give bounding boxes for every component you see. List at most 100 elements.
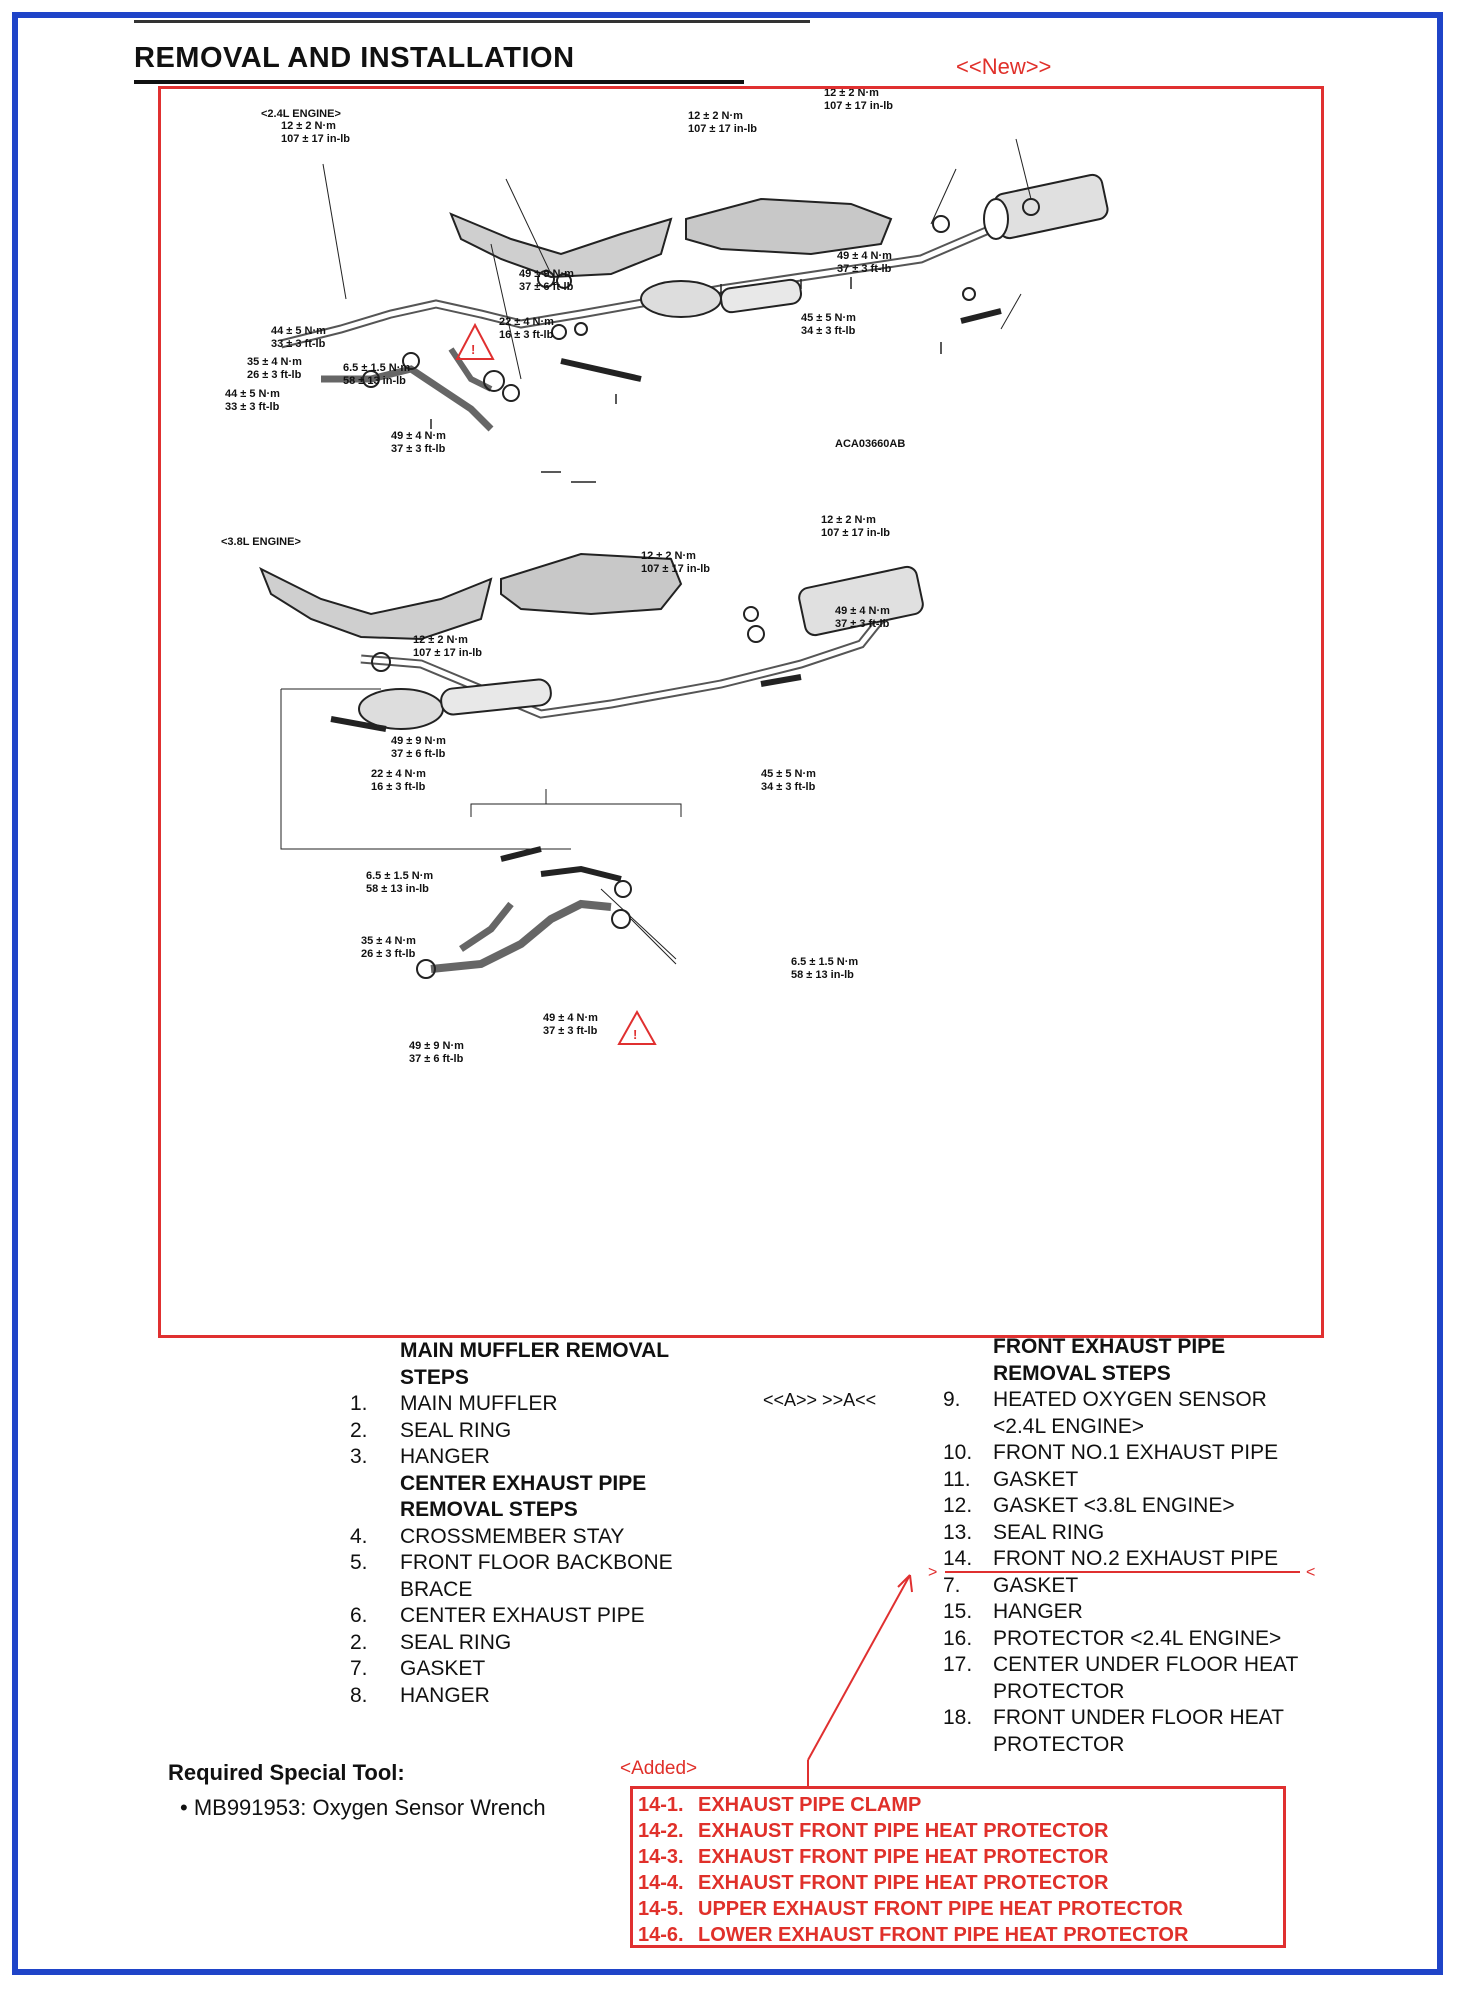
step-row: BRACE <box>350 1577 810 1604</box>
added-part-row: 14-5.UPPER EXHAUST FRONT PIPE HEAT PROTE… <box>638 1896 1283 1922</box>
step-number: 14. <box>943 1547 973 1570</box>
new-annotation-label: <<New>> <box>956 54 1052 79</box>
torque-label: 58 ± 13 in-lb <box>366 883 429 895</box>
added-part-number: 14-1. <box>638 1794 684 1816</box>
engine-label-24: <2.4L ENGINE> <box>261 108 341 120</box>
special-tool-item: • MB991953: Oxygen Sensor Wrench <box>180 1795 546 1820</box>
step-section-header: REMOVAL STEPS <box>993 1361 1171 1385</box>
step-number: 7. <box>350 1657 368 1680</box>
step-number: 16. <box>943 1626 973 1650</box>
diagram-code: ACA03660AB <box>835 438 905 450</box>
added-part-number: 14-2. <box>638 1820 684 1842</box>
step-text: HANGER <box>400 1445 490 1468</box>
step-text: PROTECTOR <2.4L ENGINE> <box>993 1626 1282 1650</box>
step-row: 15. HANGER <box>943 1599 1363 1626</box>
torque-label: 6.5 ± 1.5 N·m <box>343 362 410 374</box>
torque-label: 49 ± 4 N·m <box>837 250 892 262</box>
torque-label: 44 ± 5 N·m <box>271 325 326 337</box>
torque-label: 107 ± 17 in-lb <box>641 563 710 575</box>
step-section-header: CENTER EXHAUST PIPE <box>400 1471 647 1495</box>
step-number: 2. <box>350 1418 368 1442</box>
torque-label: 33 ± 3 ft-lb <box>271 338 326 350</box>
step-text: FRONT NO.2 EXHAUST PIPE <box>993 1547 1279 1570</box>
step-row: 12.GASKET <3.8L ENGINE> <box>943 1493 1363 1520</box>
step-section-header: FRONT EXHAUST PIPE <box>993 1335 1226 1358</box>
chevron-right-icon: > <box>928 1564 937 1581</box>
step-row: 2.SEAL RING <box>350 1630 810 1657</box>
step-text: HANGER <box>400 1683 490 1707</box>
step-text: FRONT NO.1 EXHAUST PIPE <box>993 1441 1279 1464</box>
annotation-arrow <box>807 1574 911 1761</box>
step-row: 18.FRONT UNDER FLOOR HEAT <box>943 1705 1363 1732</box>
step-text: PROTECTOR <box>993 1732 1125 1756</box>
exhaust-exploded-diagram: ! ! <2.4L ENGINE> ACA03660AB 12 ± 2 N·m … <box>221 89 1109 1065</box>
added-part-text: LOWER EXHAUST FRONT PIPE HEAT PROTECTOR <box>698 1924 1189 1946</box>
step-row: 8. HANGER <box>350 1683 810 1710</box>
torque-label: 12 ± 2 N·m <box>824 89 879 99</box>
torque-label: 107 ± 17 in-lb <box>281 133 350 145</box>
step-row: 1.MAIN MUFFLER <box>350 1391 810 1418</box>
step-text: CENTER UNDER FLOOR HEAT <box>993 1653 1299 1676</box>
step-number: 8. <box>350 1683 368 1707</box>
torque-label: 22 ± 4 N·m <box>371 768 426 780</box>
engine-label-38: <3.8L ENGINE> <box>221 536 301 548</box>
step-number: 15. <box>943 1600 973 1623</box>
added-part-row: 14-1.EXHAUST PIPE CLAMP <box>638 1792 1283 1818</box>
step-row: 11.GASKET <box>943 1467 1363 1494</box>
torque-label: 12 ± 2 N·m <box>821 514 876 526</box>
step-section-header: REMOVAL STEPS <box>400 1498 578 1521</box>
torque-label: 12 ± 2 N·m <box>641 550 696 562</box>
step-row: 4.CROSSMEMBER STAY <box>350 1524 810 1551</box>
torque-label: 37 ± 3 ft-lb <box>391 443 446 455</box>
torque-label: 58 ± 13 in-lb <box>791 969 854 981</box>
step-text: SEAL RING <box>993 1520 1105 1544</box>
step-text: GASKET <box>993 1573 1079 1597</box>
step-text: BRACE <box>400 1577 473 1601</box>
torque-label: 22 ± 4 N·m <box>499 316 554 328</box>
torque-label: 49 ± 4 N·m <box>391 430 446 442</box>
torque-label: 12 ± 2 N·m <box>281 120 336 132</box>
step-text: HANGER <box>993 1600 1083 1623</box>
step-number: 17. <box>943 1653 973 1676</box>
torque-label: 16 ± 3 ft-lb <box>499 329 554 341</box>
step-row: 16. PROTECTOR <2.4L ENGINE> <box>943 1626 1363 1653</box>
step-row: REMOVAL STEPS <box>350 1497 810 1524</box>
page-title: REMOVAL AND INSTALLATION <box>134 42 575 74</box>
added-part-row: 14-3.EXHAUST FRONT PIPE HEAT PROTECTOR <box>638 1844 1283 1870</box>
step-row: 9.HEATED OXYGEN SENSOR <box>943 1387 1363 1414</box>
added-part-number: 14-3. <box>638 1846 684 1868</box>
torque-label: 107 ± 17 in-lb <box>824 100 893 112</box>
top-rule <box>134 20 810 23</box>
step-number: 2. <box>350 1630 368 1654</box>
step-number: 3. <box>350 1445 368 1468</box>
step-row: 17. CENTER UNDER FLOOR HEAT <box>943 1652 1363 1679</box>
step-text: <2.4L ENGINE> <box>993 1414 1144 1438</box>
step-row: 3. HANGER <box>350 1444 810 1471</box>
added-part-text: EXHAUST FRONT PIPE HEAT PROTECTOR <box>698 1820 1109 1842</box>
step-row: STEPS <box>350 1365 810 1392</box>
step-row: 7.GASKET <box>943 1573 1363 1600</box>
torque-label: 37 ± 6 ft-lb <box>409 1053 464 1065</box>
torque-label: 49 ± 4 N·m <box>543 1012 598 1024</box>
torque-label: 16 ± 3 ft-lb <box>371 781 426 793</box>
torque-label: 107 ± 17 in-lb <box>413 647 482 659</box>
step-section-header: MAIN MUFFLER REMOVAL <box>400 1339 670 1362</box>
step-number: 13. <box>943 1520 973 1544</box>
step-text: PROTECTOR <box>993 1679 1125 1703</box>
title-underline <box>134 80 744 84</box>
added-part-number: 14-6. <box>638 1924 684 1946</box>
torque-label: 6.5 ± 1.5 N·m <box>366 870 433 882</box>
step-row: 7.GASKET <box>350 1656 810 1683</box>
step-section-header: STEPS <box>400 1365 469 1389</box>
torque-label: 45 ± 5 N·m <box>761 768 816 780</box>
added-part-row: 14-4.EXHAUST FRONT PIPE HEAT PROTECTOR <box>638 1870 1283 1896</box>
torque-label: 49 ± 9 N·m <box>519 268 574 280</box>
step-row: FRONT EXHAUST PIPE <box>943 1334 1363 1361</box>
added-part-number: 14-5. <box>638 1898 684 1920</box>
torque-label: 26 ± 3 ft-lb <box>247 369 302 381</box>
step-row: <2.4L ENGINE> <box>943 1414 1363 1441</box>
page-frame <box>12 12 1443 1975</box>
chevron-left-icon: < <box>1306 1564 1315 1581</box>
step-number: 11. <box>943 1467 971 1491</box>
